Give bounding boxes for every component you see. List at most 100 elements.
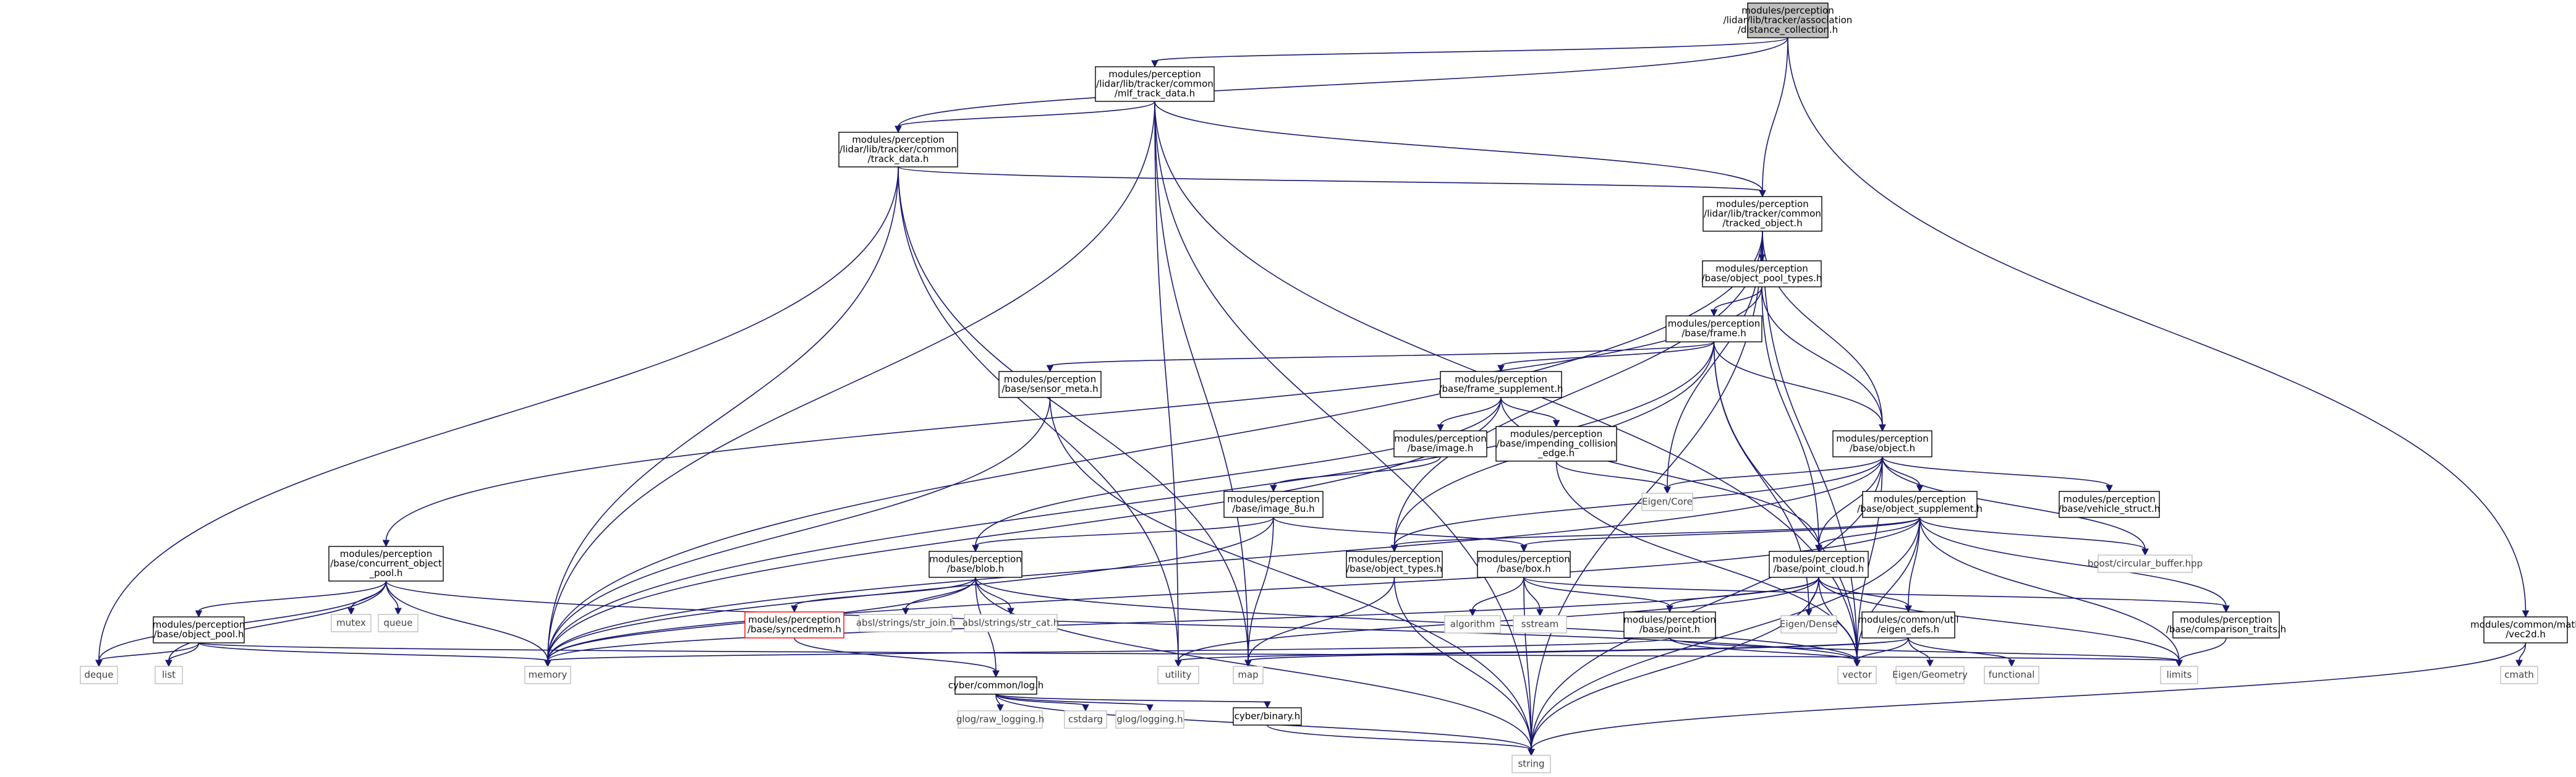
edge-mlf-to-track — [895, 101, 1155, 134]
node-concurrent[interactable]: modules/perception/base/concurrent_objec… — [328, 546, 444, 582]
node-vector: vector — [1837, 666, 1877, 684]
node-label-line: vector — [1842, 669, 1872, 680]
edge-pooltypes-to-pcloud — [1761, 286, 1822, 553]
node-label-line: /base/object_supplement.h — [1857, 503, 1983, 515]
edge-object-to-eigencore — [1664, 456, 1883, 495]
edge-eigendefs-to-map — [1244, 637, 1909, 668]
edge-objsupp-to-box — [1520, 517, 1921, 553]
node-label-line: /base/point.h — [1639, 624, 1700, 635]
edge-log-to-cstdarg — [995, 694, 1089, 712]
node-root[interactable]: modules/perception/lidar/lib/tracker/ass… — [1724, 2, 1853, 38]
node-sensormeta[interactable]: modules/perception/base/sensor_meta.h — [998, 371, 1102, 398]
edge-mlf-to-utility — [1154, 101, 1182, 668]
node-map: map — [1233, 666, 1264, 684]
node-tracked[interactable]: modules/perception/lidar/lib/tracker/com… — [1702, 196, 1822, 232]
node-glograw: glog/raw_logging.h — [956, 710, 1044, 729]
node-label-line: utility — [1165, 669, 1192, 680]
node-cstdarg: cstdarg — [1064, 710, 1107, 729]
node-imageaux[interactable]: modules/perception/base/image_8u.h — [1223, 491, 1324, 518]
node-deque: deque — [80, 666, 118, 684]
node-label-line: _pool.h — [369, 567, 403, 579]
node-eigencore: Eigen/Core — [1641, 493, 1693, 511]
edge-objpool-to-deque — [95, 642, 200, 668]
node-label-line: /base/blob.h — [947, 563, 1005, 574]
node-cmath: cmath — [2500, 666, 2538, 684]
node-label-line: /base/concurrent_object — [330, 558, 442, 569]
edge-objtypes-to-map — [1244, 577, 1395, 668]
node-blob[interactable]: modules/perception/base/blob.h — [929, 551, 1022, 578]
node-mlf[interactable]: modules/perception/lidar/lib/tracker/com… — [1095, 66, 1215, 102]
node-label-line: modules/perception — [2063, 494, 2155, 505]
node-label-line: string — [1518, 758, 1544, 769]
node-string: string — [1511, 755, 1551, 773]
edge-blob-to-strcat — [975, 577, 1014, 616]
node-functional: functional — [1984, 666, 2039, 684]
node-label-line: absl/strings/str_cat.h — [963, 617, 1060, 629]
node-label-line: cyber/common/log.h — [948, 679, 1044, 690]
edge-objpool-to-list — [165, 642, 200, 668]
edge-eigendefs-to-utility — [1175, 637, 1909, 668]
node-label-line: /base/syncedmem.h — [747, 624, 841, 635]
node-eigendefs[interactable]: modules/common/util/eigen_defs.h — [1858, 611, 1959, 639]
node-label-line: cmath — [2504, 669, 2533, 680]
node-label-line: /base/object_types.h — [1346, 563, 1442, 575]
node-label-line: algorithm — [1450, 618, 1495, 629]
edge-track-to-utility — [898, 166, 1182, 668]
edge-framesupp-to-blob — [972, 397, 1502, 553]
node-label-line: /base/object.h — [1850, 443, 1915, 454]
node-sstream: sstream — [1513, 615, 1567, 634]
node-vehicle[interactable]: modules/perception/base/vehicle_struct.h — [2059, 491, 2161, 518]
node-framesupp[interactable]: modules/perception/base/frame_supplement… — [1439, 371, 1563, 398]
edge-vec2d-to-string — [1528, 642, 2527, 757]
node-box[interactable]: modules/perception/base/box.h — [1477, 551, 1571, 578]
node-vec2d[interactable]: modules/common/math/vec2d.h — [2470, 616, 2576, 643]
node-image[interactable]: modules/perception/base/image.h — [1393, 430, 1487, 457]
edge-root-to-track — [895, 37, 1788, 134]
edge-syncedmem-to-log — [794, 637, 1000, 678]
node-objtypes[interactable]: modules/perception/base/object_types.h — [1346, 551, 1443, 578]
node-label-line: modules/perception — [1227, 494, 1319, 505]
node-frame[interactable]: modules/perception/base/frame.h — [1665, 315, 1762, 342]
node-eigendense: Eigen/Dense — [1780, 615, 1838, 634]
node-binary[interactable]: cyber/binary.h — [1233, 707, 1302, 726]
node-label-line: /lidar/lib/tracker/association — [1724, 14, 1853, 25]
edge-framesupp-to-image — [1437, 397, 1502, 432]
node-track[interactable]: modules/perception/lidar/lib/tracker/com… — [838, 132, 958, 168]
edge-frame-to-sensormeta — [1046, 341, 1715, 373]
node-label-line: boost/circular_buffer.hpp — [2088, 558, 2203, 569]
edge-blob-to-syncedmem — [791, 577, 976, 613]
node-utility: utility — [1157, 666, 1199, 684]
node-label-line: /base/impending_collision — [1497, 438, 1617, 449]
edge-comptraits-to-limits — [2175, 637, 2227, 668]
node-pcloud[interactable]: modules/perception/base/point_cloud.h — [1769, 551, 1869, 578]
node-label-line: modules/perception — [2180, 614, 2272, 626]
node-label-line: modules/perception — [1108, 69, 1201, 80]
node-objpool[interactable]: modules/perception/base/object_pool.h — [153, 616, 245, 643]
node-label-line: modules/common/math — [2470, 619, 2576, 631]
node-label-line: modules/perception — [852, 134, 944, 145]
node-syncedmem[interactable]: modules/perception/base/syncedmem.h — [744, 611, 844, 639]
node-comptraits[interactable]: modules/perception/base/comparison_trait… — [2166, 611, 2286, 639]
node-label-line: modules/perception — [1715, 263, 1808, 274]
node-label-line: /base/sensor_meta.h — [1001, 383, 1098, 395]
edge-objpool-to-limits — [198, 642, 2183, 668]
edge-collision-to-eigencore — [1555, 461, 1671, 495]
edge-track-to-map — [898, 166, 1252, 668]
node-pooltypes[interactable]: modules/perception/base/object_pool_type… — [1702, 260, 1822, 287]
node-object[interactable]: modules/perception/base/object.h — [1832, 430, 1932, 457]
edge-eigendefs-to-functional — [1908, 637, 2015, 668]
node-collision[interactable]: modules/perception/base/impending_collis… — [1495, 426, 1617, 462]
node-point[interactable]: modules/perception/base/point.h — [1623, 611, 1716, 639]
node-label-line: /base/image_8u.h — [1232, 503, 1314, 515]
edge-root-to-tracked — [1759, 37, 1788, 198]
edge-root-to-mlf — [1151, 37, 1788, 68]
node-label-line: /base/frame_supplement.h — [1439, 383, 1563, 395]
node-label-line: queue — [384, 617, 413, 628]
node-list: list — [155, 666, 183, 684]
node-objsupp[interactable]: modules/perception/base/object_supplemen… — [1857, 491, 1983, 518]
edge-track-to-deque — [95, 166, 899, 668]
node-label-line: modules/perception — [1455, 374, 1547, 385]
edge-track-to-tracked — [898, 166, 1766, 198]
node-log[interactable]: cyber/common/log.h — [948, 676, 1044, 695]
